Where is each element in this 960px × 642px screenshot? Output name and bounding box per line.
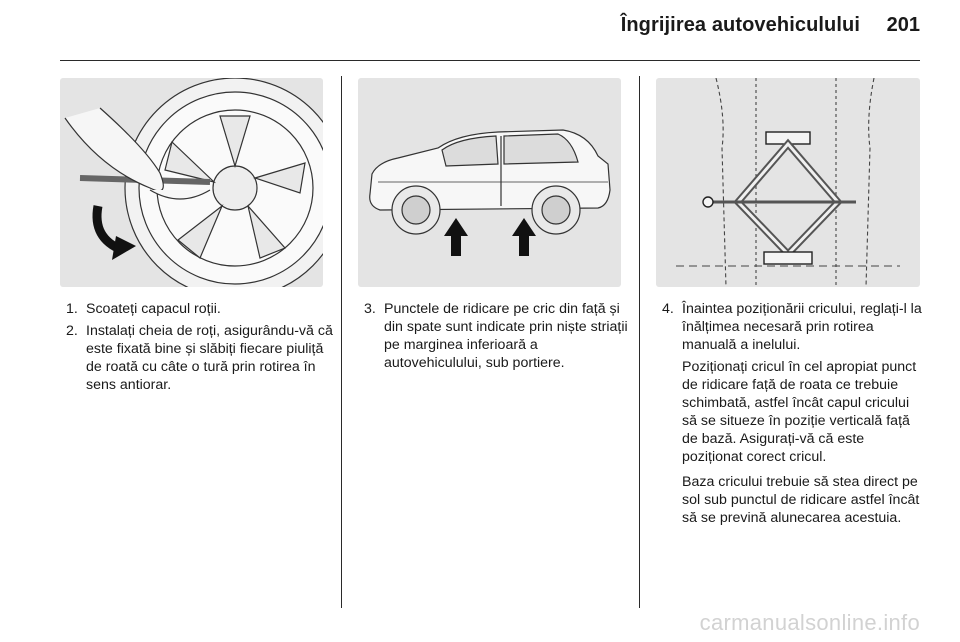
list-item: 3. Punctele de ridicare pe cric din față… <box>364 300 630 372</box>
list-item: 1. Scoateți capacul roții. <box>66 300 334 318</box>
list-item: 2. Instalați cheia de roți, asigurându-v… <box>66 322 334 394</box>
column-divider <box>341 76 342 608</box>
column-3-text: 4. Înaintea poziționării cricului, regla… <box>662 300 928 527</box>
column-1-text: 1. Scoateți capacul roții. 2. Instalați … <box>66 300 334 398</box>
list-item: 4. Înaintea poziționării cricului, regla… <box>662 300 928 354</box>
page-title: Îngrijirea autovehiculului <box>620 14 860 36</box>
watermark: carmanualsonline.info <box>699 610 920 635</box>
column-divider <box>639 76 640 608</box>
step-number: 3. <box>364 301 376 317</box>
car-jacking-points-icon <box>369 129 611 256</box>
scissor-jack-illustration <box>656 78 920 287</box>
page-number: 201 <box>886 14 920 36</box>
column-2-text: 3. Punctele de ridicare pe cric din față… <box>364 300 630 376</box>
wheel-wrench-illustration <box>60 78 323 287</box>
header-divider <box>60 60 920 61</box>
car-jacking-points-illustration <box>358 78 621 287</box>
body-paragraph: Poziționați cricul în cel apropiat punct… <box>682 359 917 465</box>
step-text: Scoateți capacul roții. <box>86 301 221 317</box>
scissor-jack-icon <box>676 78 900 287</box>
step-number: 4. <box>662 301 674 317</box>
step-text: Înaintea poziționării cricului, reglați-… <box>682 301 922 353</box>
step-number: 1. <box>66 301 78 317</box>
wheel-wrench-icon <box>64 78 323 287</box>
step-number: 2. <box>66 323 78 339</box>
body-paragraph: Baza cricului trebuie să stea direct pe … <box>682 474 920 526</box>
step-text: Instalați cheia de roți, asigurându-vă c… <box>86 323 333 393</box>
step-text: Punctele de ridicare pe cric din față și… <box>384 301 628 371</box>
